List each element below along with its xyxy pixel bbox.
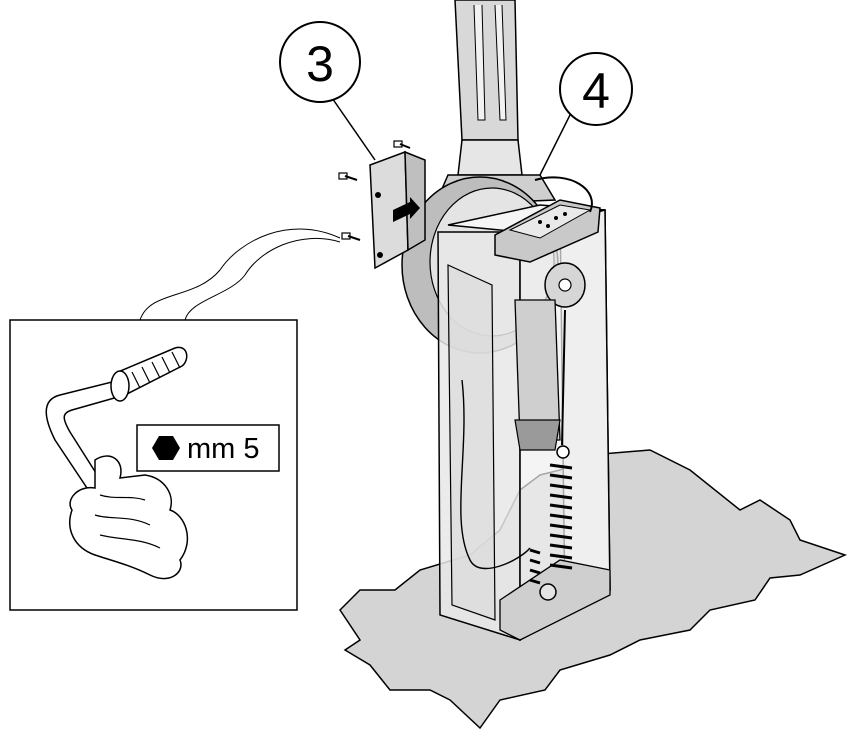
balancing-spring <box>529 309 573 601</box>
cable <box>460 176 593 570</box>
detail-inset: mm 5 <box>9 319 298 611</box>
screw-top <box>393 140 411 149</box>
callout-4-number: 4 <box>582 63 610 119</box>
hexagon-icon <box>152 436 180 460</box>
tool-size-badge: mm 5 <box>136 424 280 472</box>
hand <box>69 455 189 580</box>
bracket-part <box>369 150 426 270</box>
callout-3: 3 <box>279 21 376 161</box>
screw-bottom <box>341 232 361 241</box>
callout-4: 4 <box>539 52 633 176</box>
screw-middle <box>338 172 358 181</box>
motor-mechanism <box>514 262 586 451</box>
detail-pointer <box>139 228 341 321</box>
callout-3-number: 3 <box>306 36 334 92</box>
screws <box>338 140 411 241</box>
tool-size-label: mm 5 <box>187 433 260 465</box>
boom-arm <box>433 0 557 206</box>
